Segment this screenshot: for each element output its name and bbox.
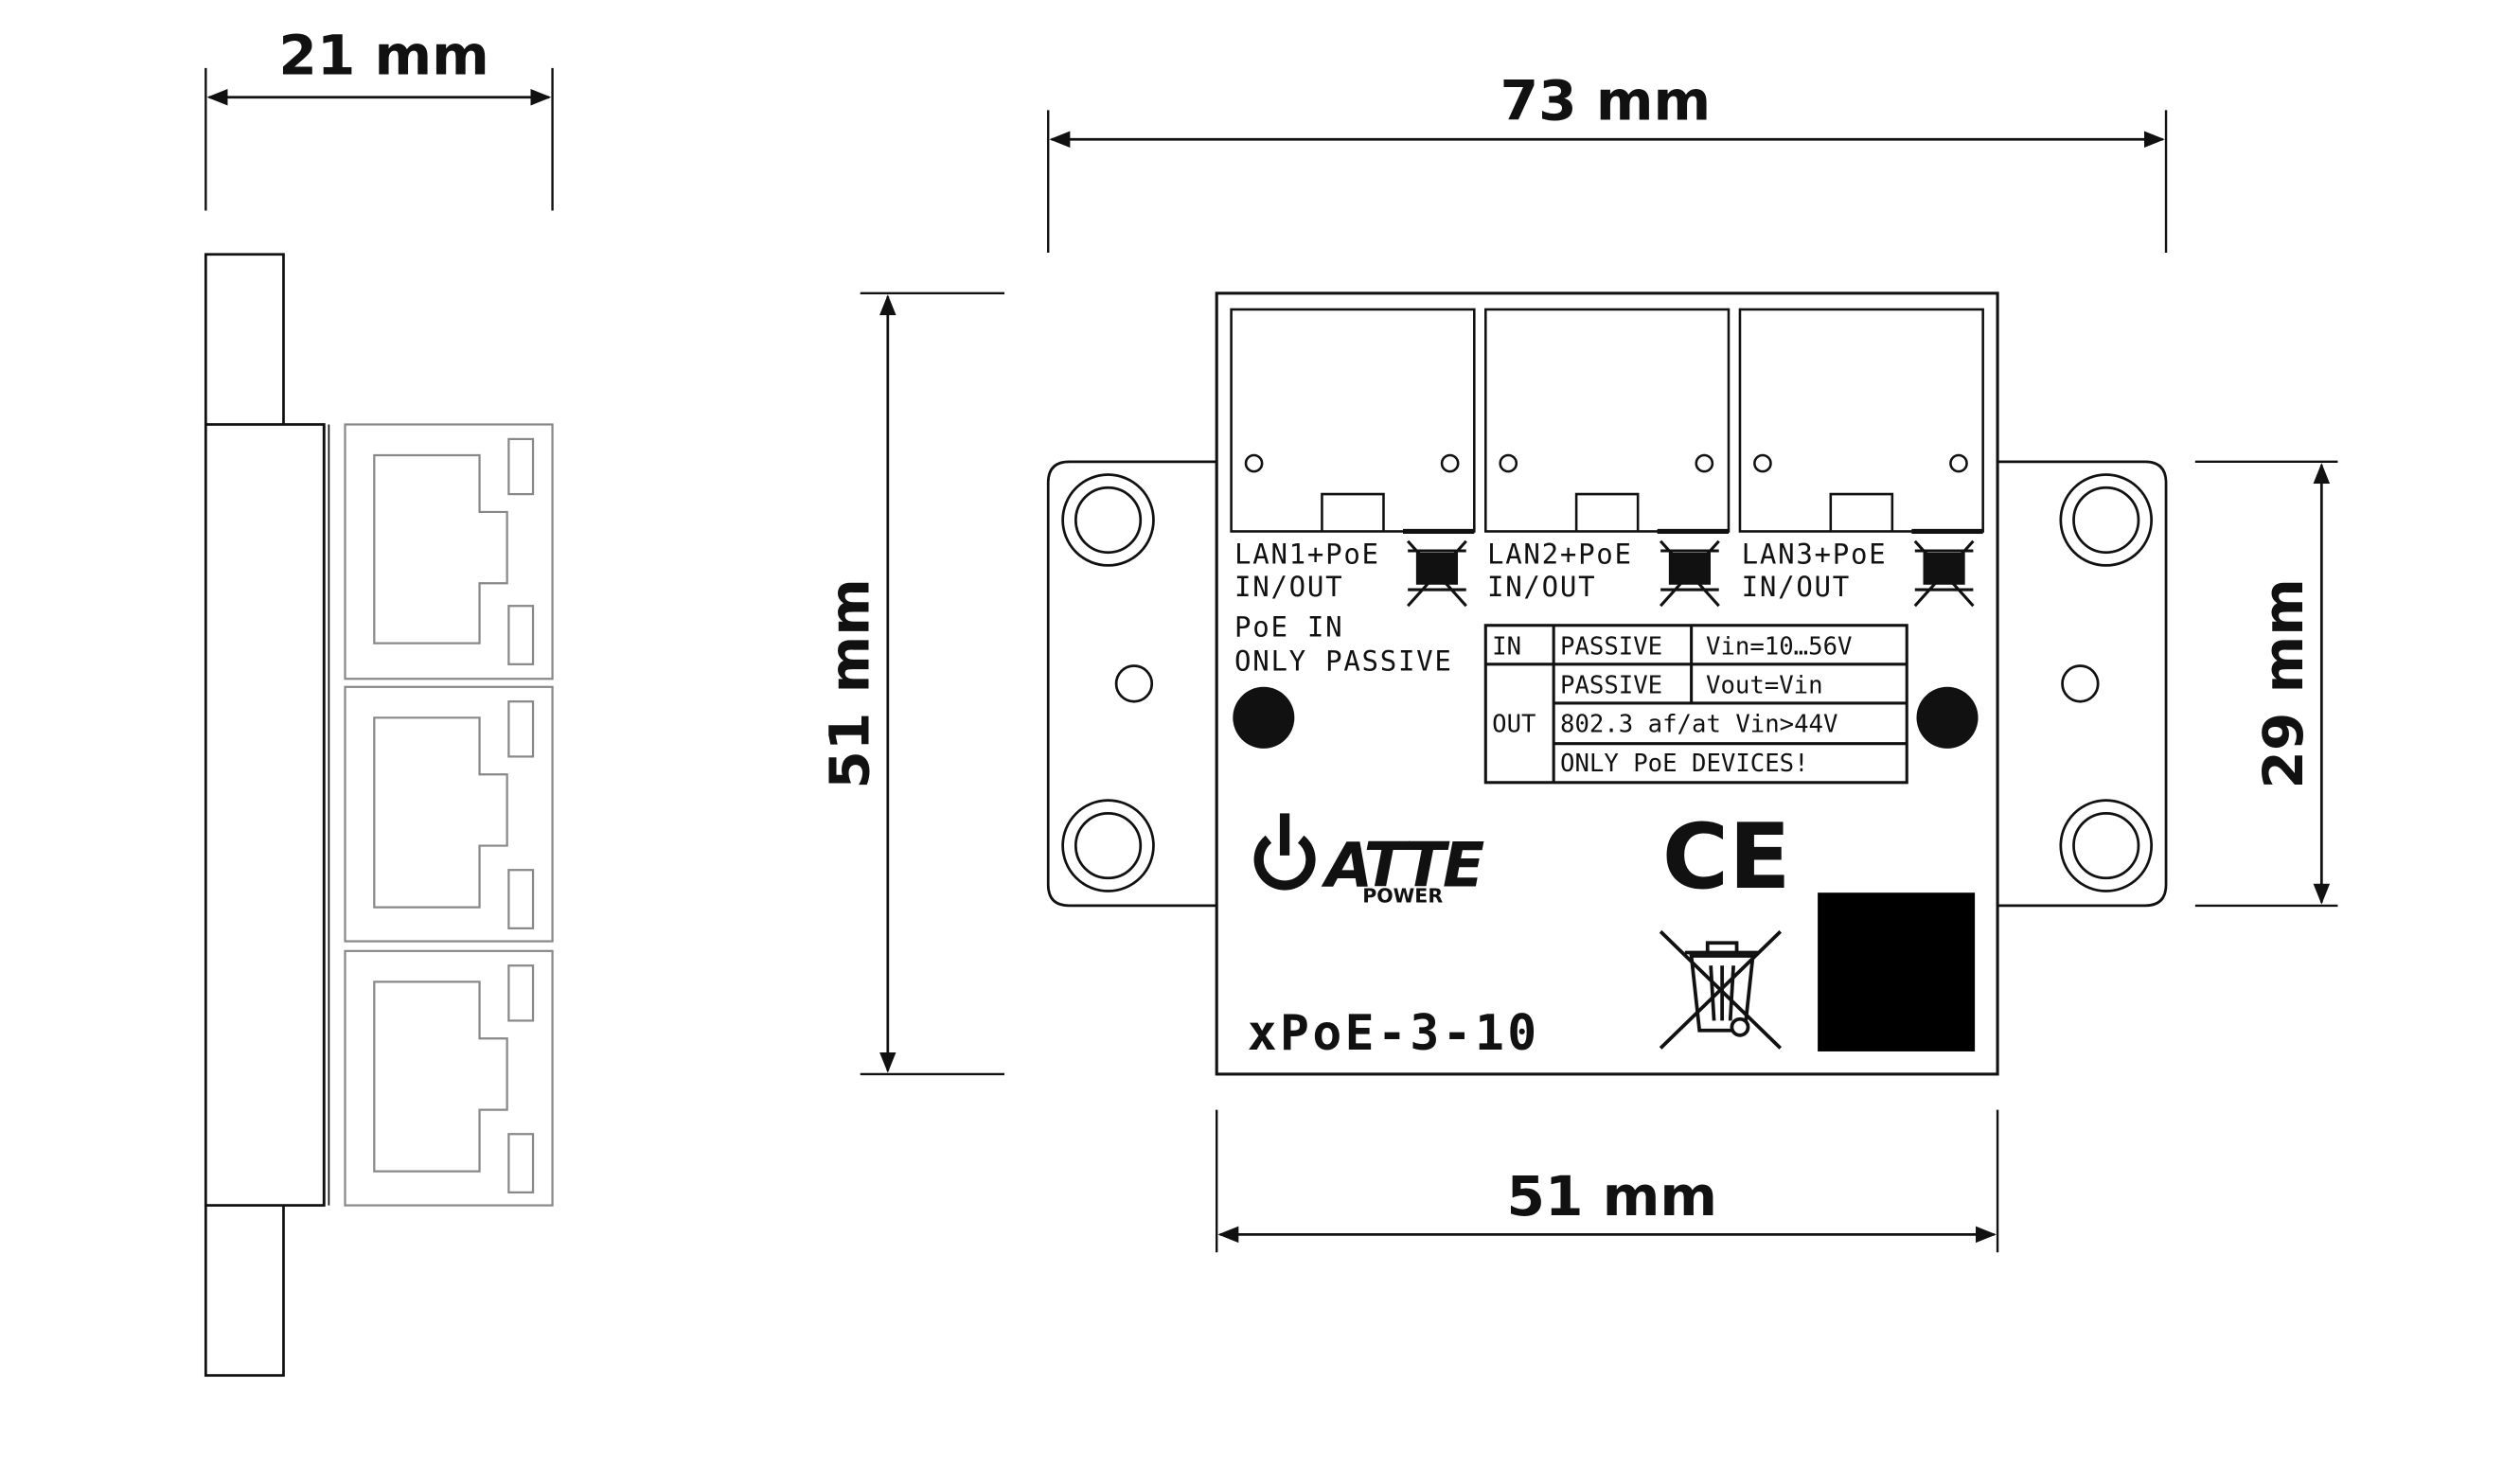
spec-row-type: PASSIVE [1560, 633, 1662, 662]
spec-row-value: Vin=10…56V [1706, 633, 1852, 662]
brand-sub: POWER [1362, 884, 1443, 907]
dim-height-label: 51 mm [817, 578, 881, 789]
spec-row-type: PASSIVE [1560, 672, 1662, 700]
mounting-hole-icon [2059, 799, 2154, 892]
spec-row-full: 802.3 af/at Vin>44V [1560, 711, 1837, 739]
brand-name: ATTE [1321, 830, 1484, 901]
dim-mount-height: 29 mm [2194, 460, 2338, 908]
mounting-hole-icon [1061, 799, 1155, 892]
svg-text:IN/OUT: IN/OUT [1487, 571, 1596, 603]
spec-in-label: IN [1492, 633, 1521, 662]
port-label-2: LAN2+PoE IN/OUT [1487, 539, 1633, 603]
dim-mount-height-label: 29 mm [2251, 578, 2316, 789]
rj45-ports [1230, 308, 1984, 535]
svg-text:LAN3+PoE: LAN3+PoE [1742, 539, 1888, 571]
brand-logo: ATTE POWER [1253, 813, 1487, 907]
svg-text:LAN1+PoE: LAN1+PoE [1234, 539, 1380, 571]
led-indicator-icon [1233, 686, 1295, 749]
port-label-1: LAN1+PoE IN/OUT [1234, 539, 1380, 603]
led-indicator-icon [1916, 686, 1979, 749]
dim-side-width-label: 21 mm [278, 24, 488, 88]
svg-text:IN/OUT: IN/OUT [1742, 571, 1851, 603]
mounting-hole-icon [1061, 473, 1155, 567]
svg-text:IN/OUT: IN/OUT [1234, 571, 1343, 603]
ce-mark: CE [1662, 804, 1791, 910]
dim-overall-width: 73 mm [1047, 69, 2168, 254]
power-icon [1253, 813, 1316, 891]
dim-side-width: 21 mm [204, 24, 554, 211]
svg-text:ONLY PASSIVE: ONLY PASSIVE [1234, 645, 1453, 678]
data-matrix-block [1818, 892, 1976, 1051]
spec-row-full: ONLY PoE DEVICES! [1560, 750, 1809, 778]
spec-row-value: Vout=Vin [1706, 672, 1823, 700]
svg-text:LAN2+PoE: LAN2+PoE [1487, 539, 1633, 571]
poe-input-note: PoE IN ONLY PASSIVE [1234, 611, 1453, 678]
mounting-hole-icon [2059, 473, 2154, 567]
dim-body-width: 51 mm [1216, 1109, 1999, 1253]
dim-overall-width-label: 73 mm [1500, 69, 1711, 133]
ground-symbol-icon [1659, 539, 1720, 608]
spec-table: IN OUT PASSIVE Vin=10…56V PASSIVE Vout=V… [1483, 624, 1908, 785]
model-name: xPoE-3-10 [1248, 1005, 1540, 1062]
svg-text:PoE IN: PoE IN [1234, 611, 1343, 644]
dim-height: 51 mm [817, 292, 1005, 1076]
ground-symbol-icon [1406, 539, 1467, 608]
ground-symbol-icon [1913, 539, 1975, 608]
dim-body-width-label: 51 mm [1507, 1164, 1717, 1228]
weee-bin-icon [1659, 929, 1783, 1050]
side-view [204, 253, 554, 1377]
mounting-flange [1046, 460, 2168, 908]
spec-out-label: OUT [1492, 711, 1536, 739]
port-label-3: LAN3+PoE IN/OUT [1742, 539, 1888, 603]
